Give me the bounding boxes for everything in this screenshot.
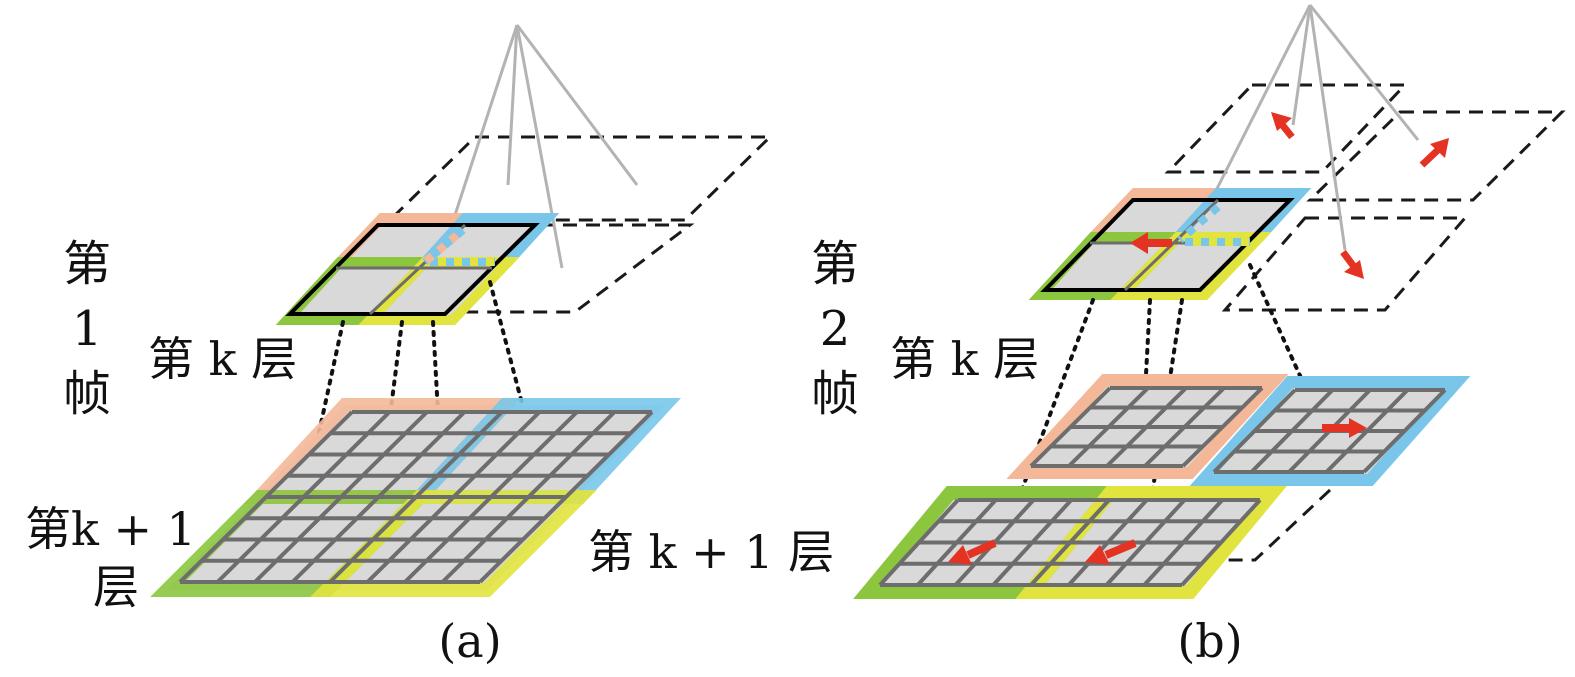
panel-b-layer-k1-label: 第 k + 1 层 (588, 525, 834, 579)
panel-b-layer-k-label: 第 k 层 (890, 332, 1039, 386)
panel-b-orange-grid-lines (1029, 386, 1264, 468)
panel-b-patch-arrow-left (1130, 232, 1172, 254)
panel-b-displacement-arrows (1271, 112, 1449, 279)
panel-b-arrow-up-right (1419, 138, 1449, 168)
panel-a-layer-k1-label-line1: 第k + 1 (25, 502, 196, 556)
panel-a-camera-lines (453, 24, 639, 269)
panel-a-layer-k1-label-line2: 层 (93, 560, 139, 614)
panel-b-caption: (b) (1177, 614, 1242, 668)
panel-b-lower-subgrid (853, 486, 1287, 599)
panel-b-blue-arrow-right (1322, 418, 1367, 438)
panel-b: 第 2 帧 第 k 层 第 k + 1 层 (b) (588, 4, 1566, 668)
panel-a-frame-label-char2: 1 (72, 301, 103, 357)
panel-a-layer-k-patch (275, 213, 560, 325)
panel-a-layer-k1-grid (150, 398, 681, 597)
panel-b-arrow-down-right (1340, 249, 1364, 279)
panel-b-layer-k-patch (1028, 188, 1312, 300)
panel-b-frame-label-char3: 帧 (811, 366, 859, 422)
panel-b-blue-subgrid (1189, 376, 1471, 486)
panel-b-arrow-up-left (1271, 112, 1295, 140)
panel-a-frame-label-char1: 第 (63, 236, 111, 292)
panel-b-frame-label-char1: 第 (811, 236, 859, 292)
panel-a-grid-lines (178, 410, 654, 584)
panel-b-lower-arrow-left1 (948, 539, 997, 565)
panel-b-frame-label-char2: 2 (820, 301, 851, 357)
panel-a-caption: (a) (438, 614, 501, 668)
panel-b-orange-subgrid (1006, 374, 1289, 479)
panel-a-layer-k-label: 第 k 层 (148, 332, 297, 386)
panel-a: 第 1 帧 第 k 层 第k + 1 层 (a) (25, 24, 774, 668)
panel-a-frame-label-char3: 帧 (63, 366, 111, 422)
panel-b-lower-arrow-left2 (1085, 539, 1137, 565)
